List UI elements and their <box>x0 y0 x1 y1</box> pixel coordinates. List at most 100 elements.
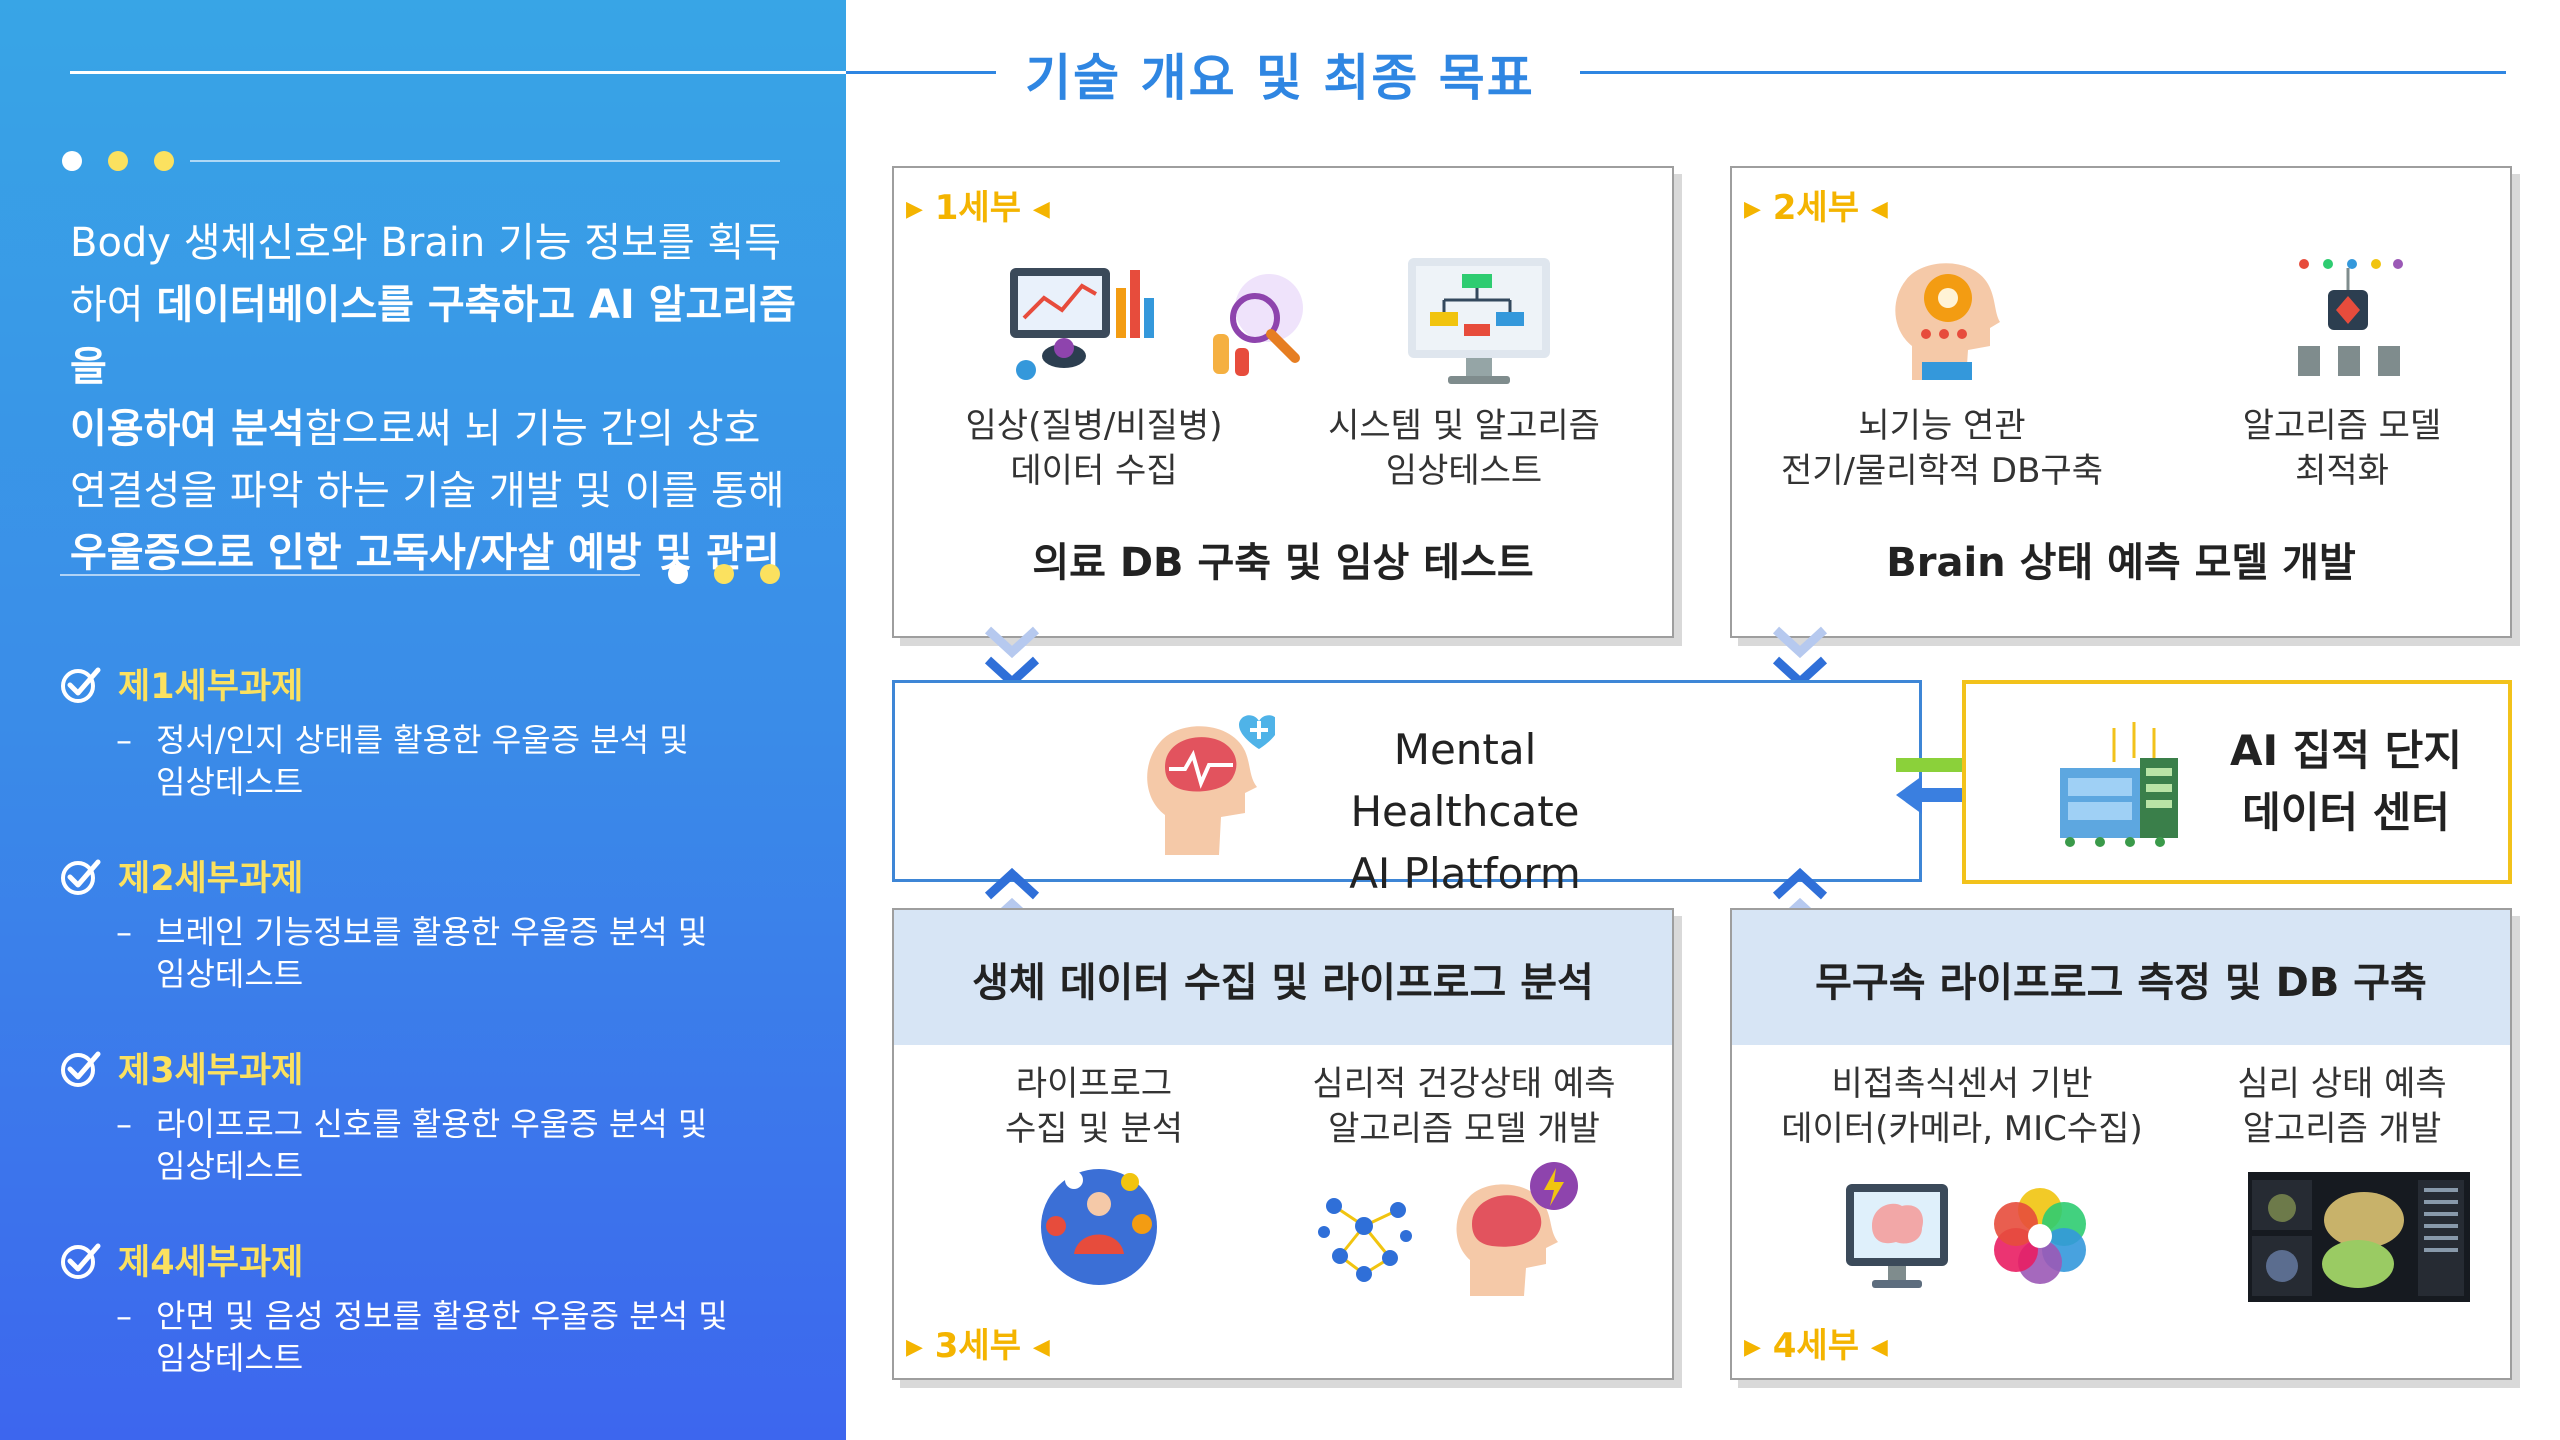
intro-line: 연결성을 파악 하는 기술 개발 및 이를 통해 <box>70 460 830 522</box>
brain-scan-monitor-icon <box>1846 1184 1948 1288</box>
intro-segment: 데이터베이스를 구축하고 AI 알고리즘을 <box>70 282 796 390</box>
label-line: 임상테스트 <box>1385 451 1543 491</box>
platform-title-line: Mental Healthcate <box>1350 725 1580 836</box>
check-circle-icon <box>61 1051 101 1087</box>
brain-lightning-icon <box>1456 1162 1578 1296</box>
algorithm-chip-icon <box>2298 259 2403 376</box>
intro-segment: 이용하여 분석 <box>70 406 305 452</box>
tag-subproject: ▶ 1세부 ◀ <box>906 188 1050 228</box>
intro-line: Body 생체신호와 Brain 기능 정보를 획득 <box>70 212 830 274</box>
intro-segment: 우울증으로 인한 고독사/자살 예방 및 관리 <box>70 530 780 576</box>
network-nodes-icon <box>1318 1198 1412 1282</box>
datacenter-title-line: 데이터 센터 <box>2242 788 2450 837</box>
brain-gear-head-icon <box>1895 263 2000 380</box>
task-title: 제1세부과제 <box>118 667 304 707</box>
task-desc-line1: 라이프로그 신호를 활용한 우울증 분석 및 <box>156 1105 708 1143</box>
task-desc-line1: 브레인 기능정보를 활용한 우울증 분석 및 <box>156 913 708 951</box>
dot-white <box>668 564 688 584</box>
dot-yellow <box>760 564 780 584</box>
card-title: 의료 DB 구축 및 임상 테스트 <box>1032 540 1534 586</box>
dot-white <box>62 151 82 171</box>
tag-label: 3세부 <box>934 1326 1021 1366</box>
task-title: 제4세부과제 <box>118 1243 304 1283</box>
intro-segment: 연결성을 파악 하는 기술 개발 및 이를 통해 <box>70 468 785 514</box>
label-line: 데이터 수집 <box>1010 451 1178 491</box>
brain-3d-software-icon <box>2248 1172 2470 1302</box>
tag-subproject: ▶ 4세부 ◀ <box>1744 1326 1888 1366</box>
tag-label: 1세부 <box>934 188 1021 228</box>
intro-segment: 하여 <box>70 282 157 328</box>
card-title: 생체 데이터 수집 및 라이프로그 분석 <box>972 960 1594 1006</box>
check-circle-icon <box>61 1243 101 1279</box>
check-circle-icon <box>61 859 101 895</box>
card-band <box>1732 910 2510 1045</box>
tag-subproject: ▶ 2세부 ◀ <box>1744 188 1888 228</box>
task-desc-line2: 임상테스트 <box>156 1339 304 1377</box>
label-line: 전기/물리학적 DB구축 <box>1780 451 2103 491</box>
label-line: 알고리즘 모델 <box>2242 406 2442 446</box>
label-line: 알고리즘 개발 <box>2242 1109 2442 1149</box>
label-line: 알고리즘 모델 개발 <box>1328 1109 1600 1149</box>
dot-yellow <box>154 151 174 171</box>
label-line: 임상(질병/비질병) <box>965 406 1223 446</box>
label-line: 수집 및 분석 <box>1004 1109 1183 1149</box>
task-title: 제3세부과제 <box>118 1051 304 1091</box>
datacenter-building-icon <box>2060 722 2178 847</box>
label-line: 데이터(카메라, MIC수집) <box>1781 1109 2143 1149</box>
platform-title-line: AI Platform <box>1349 849 1581 898</box>
item-label-clinical-data: 임상(질병/비질병) 데이터 수집 <box>934 404 1254 494</box>
label-line: 심리 상태 예측 <box>2237 1064 2447 1104</box>
task-desc-line1: 안면 및 음성 정보를 활용한 우울증 분석 및 <box>156 1297 728 1335</box>
task-desc-line2: 임상테스트 <box>156 955 304 993</box>
dot-yellow <box>714 564 734 584</box>
task-desc-line2: 임상테스트 <box>156 1147 304 1185</box>
dash: – <box>116 913 132 951</box>
label-line: 뇌기능 연관 <box>1858 406 2026 446</box>
label-line: 라이프로그 <box>1015 1064 1173 1104</box>
tag-subproject: ▶ 3세부 ◀ <box>906 1326 1050 1366</box>
dash: – <box>116 1297 132 1335</box>
task-desc-line1: 정서/인지 상태를 활용한 우울증 분석 및 <box>156 721 689 759</box>
color-aperture-icon <box>1994 1188 2086 1284</box>
dash: – <box>116 1105 132 1143</box>
label-line: 시스템 및 알고리즘 <box>1328 406 1600 446</box>
task-desc-line2: 임상테스트 <box>156 763 304 801</box>
intro-line: 이용하여 분석함으로써 뇌 기능 간의 상호 <box>70 398 830 460</box>
thin-divider <box>60 574 640 576</box>
intro-segment: Body 생체신호와 Brain 기능 정보를 획득 <box>70 220 782 266</box>
datacenter-title-line: AI 집적 단지 <box>2230 726 2462 775</box>
check-circle-icon <box>61 667 101 703</box>
intro-segment: 함으로써 뇌 기능 간의 상호 <box>304 406 761 452</box>
task-title: 제2세부과제 <box>118 859 304 899</box>
tag-label: 4세부 <box>1772 1326 1859 1366</box>
label-line: 최적화 <box>2295 451 2389 491</box>
title-line-left <box>846 71 996 74</box>
card-band <box>894 910 1672 1045</box>
lifelog-person-icon <box>1041 1169 1157 1285</box>
clinical-data-icon <box>1010 268 1154 380</box>
card-title: 무구속 라이프로그 측정 및 DB 구축 <box>1815 960 2427 1006</box>
platform-box: Mental Healthcate AI Platform <box>892 680 1922 898</box>
card-title: Brain 상태 예측 모델 개발 <box>1886 540 2356 586</box>
system-monitor-icon <box>1408 258 1550 384</box>
top-divider <box>70 71 846 74</box>
thin-divider <box>190 160 780 162</box>
research-magnifier-icon <box>1213 274 1303 376</box>
page-title: 기술 개요 및 최종 목표 <box>1025 49 1535 107</box>
